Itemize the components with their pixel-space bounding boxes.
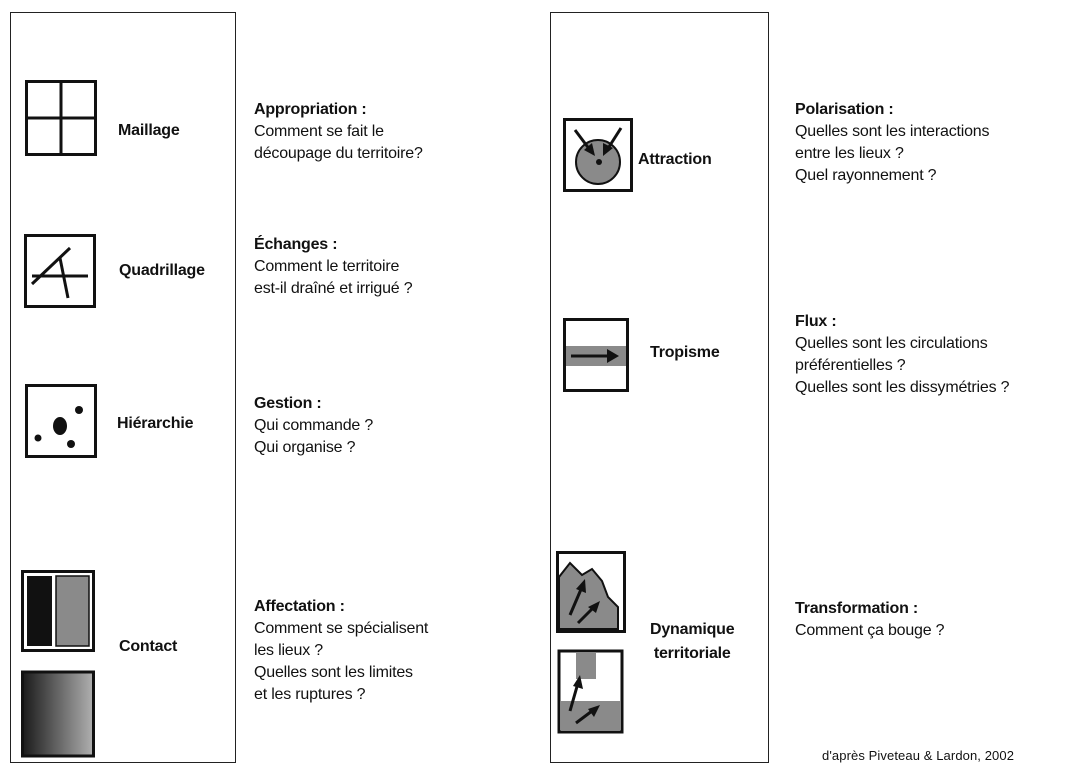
echanges-line: Comment le territoire [254,258,400,275]
right-panel [550,12,769,763]
crossing-lines-icon [24,234,96,313]
polarisation-line: Quelles sont les interactions [795,123,990,140]
dots-hierarchy-icon [25,384,97,463]
contact-gradient-icon [21,570,97,763]
quadrillage-label: Quadrillage [119,262,205,279]
polarisation-question: Polarisation : Quelles sont les interact… [795,99,990,187]
polarisation-title: Polarisation : [795,101,894,118]
appropriation-line: découpage du territoire? [254,145,423,162]
transformation-line: Comment ça bouge ? [795,622,945,639]
source-credit: d'après Piveteau & Lardon, 2002 [822,748,1015,763]
gestion-title: Gestion : [254,395,322,412]
appropriation-title: Appropriation : [254,101,367,118]
flux-line: Quelles sont les circulations [795,335,988,352]
attraction-arrows-icon [563,118,633,197]
transformation-question: Transformation : Comment ça bouge ? [795,598,945,642]
left-panel [10,12,236,763]
grid-icon [25,80,97,161]
appropriation-line: Comment se fait le [254,123,384,140]
flux-line: préférentielles ? [795,357,906,374]
affectation-line: Comment se spécialisent [254,620,429,637]
attraction-label: Attraction [638,151,712,168]
dynamique-label-line: territoriale [653,645,731,662]
echanges-line: est-il draîné et irrigué ? [254,280,413,297]
echanges-title: Échanges : [254,236,338,253]
tropisme-label: Tropisme [650,344,720,361]
arrow-band-icon [563,318,629,397]
affectation-title: Affectation : [254,598,345,615]
affectation-question: Affectation : Comment se spécialisent le… [254,596,428,706]
gestion-line: Qui commande ? [254,417,374,434]
affectation-line: et les ruptures ? [254,686,366,703]
polarisation-line: entre les lieux ? [795,145,904,162]
polarisation-line: Quel rayonnement ? [795,167,937,184]
dynamique-label-line: Dynamique [650,621,735,638]
transformation-title: Transformation : [795,600,919,617]
dynamic-arrows-icon [556,551,626,740]
gestion-question: Gestion : Qui commande ? Qui organise ? [254,393,373,459]
echanges-question: Échanges : Comment le territoire est-il … [254,234,413,300]
flux-line: Quelles sont les dissymétries ? [795,379,1010,396]
dynamique-territoriale-label: Dynamique territoriale [650,618,735,666]
appropriation-question: Appropriation : Comment se fait le décou… [254,99,423,165]
maillage-label: Maillage [118,122,180,139]
contact-label: Contact [119,638,178,655]
flux-question: Flux : Quelles sont les circulations pré… [795,311,1010,399]
flux-title: Flux : [795,313,837,330]
affectation-line: les lieux ? [254,642,323,659]
gestion-line: Qui organise ? [254,439,356,456]
hierarchie-label: Hiérarchie [117,415,194,432]
affectation-line: Quelles sont les limites [254,664,413,681]
